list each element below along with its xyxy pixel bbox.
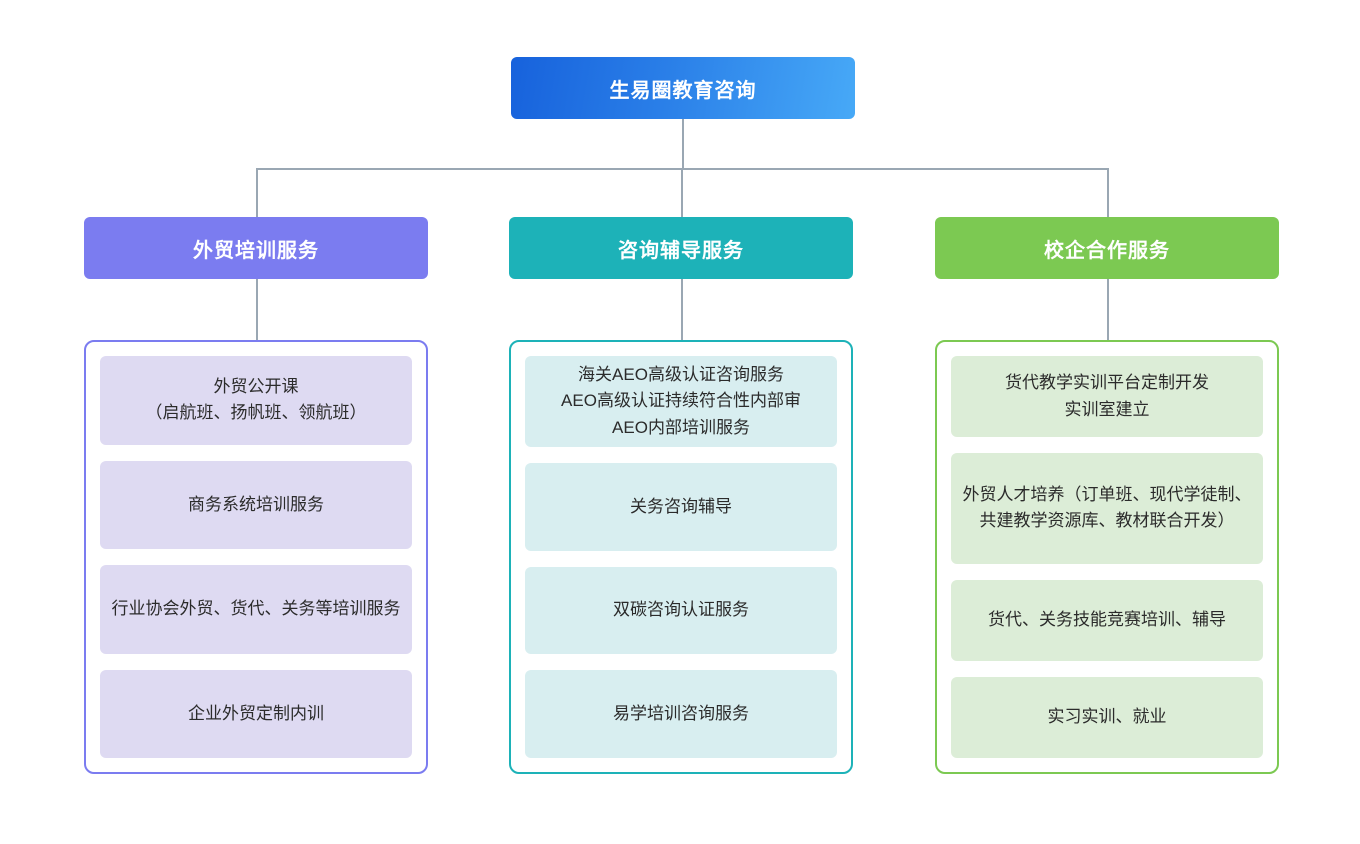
connector-drop-col-1 (681, 168, 683, 217)
connector-header-to-group-2 (1107, 279, 1109, 340)
service-item[interactable]: 商务系统培训服务 (100, 460, 412, 549)
service-group-0: 外贸公开课 （启航班、扬帆班、领航班） 商务系统培训服务 行业协会外贸、货代、关… (84, 340, 428, 774)
service-item[interactable]: 海关AEO高级认证咨询服务 AEO高级认证持续符合性内部审 AEO内部培训服务 (525, 356, 837, 448)
root-node-label: 生易圈教育咨询 (609, 79, 757, 102)
service-item[interactable]: 双碳咨询认证服务 (525, 566, 837, 655)
service-group-1: 海关AEO高级认证咨询服务 AEO高级认证持续符合性内部审 AEO内部培训服务 … (509, 340, 853, 774)
category-header-label-0: 外贸培训服务 (193, 239, 319, 262)
service-item[interactable]: 企业外贸定制内训 (100, 669, 412, 758)
service-item[interactable]: 货代教学实训平台定制开发 实训室建立 (951, 356, 1263, 438)
service-item[interactable]: 行业协会外贸、货代、关务等培训服务 (100, 565, 412, 654)
category-header-0[interactable]: 外贸培训服务 (84, 217, 428, 279)
category-header-2[interactable]: 校企合作服务 (935, 217, 1279, 279)
connector-header-to-group-1 (681, 279, 683, 340)
service-item[interactable]: 外贸人才培养（订单班、现代学徒制、共建教学资源库、教材联合开发） (951, 453, 1263, 564)
service-item[interactable]: 易学培训咨询服务 (525, 670, 837, 758)
service-item[interactable]: 关务咨询辅导 (525, 463, 837, 551)
connector-drop-col-0 (256, 168, 258, 217)
category-header-label-1: 咨询辅导服务 (618, 239, 744, 262)
category-header-label-2: 校企合作服务 (1044, 239, 1170, 262)
category-header-1[interactable]: 咨询辅导服务 (509, 217, 853, 279)
connector-drop-col-2 (1107, 168, 1109, 217)
service-item[interactable]: 外贸公开课 （启航班、扬帆班、领航班） (100, 356, 412, 445)
connector-header-to-group-0 (256, 279, 258, 340)
root-node[interactable]: 生易圈教育咨询 (511, 57, 855, 119)
connector-root-stem (682, 119, 684, 168)
service-item[interactable]: 实习实训、就业 (951, 676, 1263, 759)
service-item[interactable]: 货代、关务技能竞赛培训、辅导 (951, 579, 1263, 661)
service-group-2: 货代教学实训平台定制开发 实训室建立 外贸人才培养（订单班、现代学徒制、共建教学… (935, 340, 1279, 774)
